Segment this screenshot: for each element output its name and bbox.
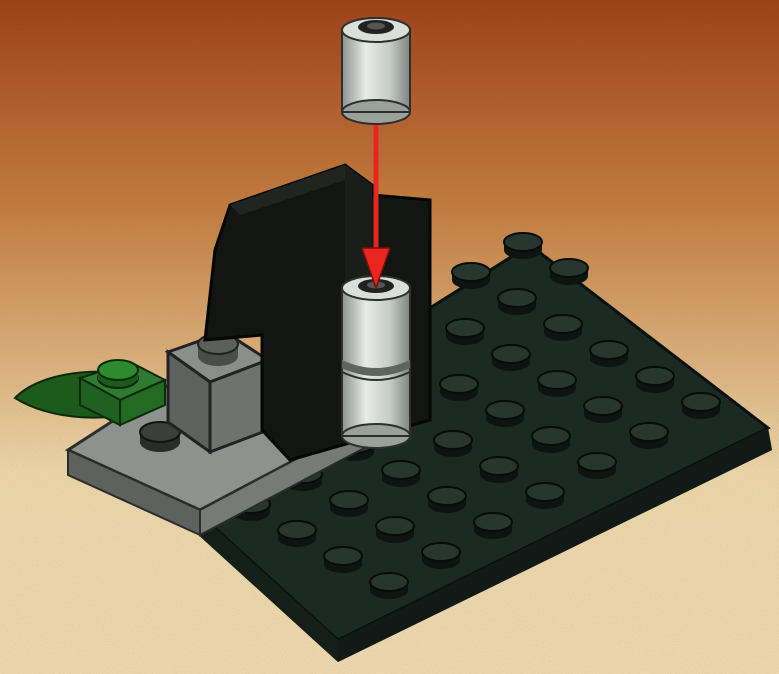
stud-top xyxy=(492,345,530,363)
stud-top xyxy=(630,423,668,441)
stud-top xyxy=(434,431,472,449)
stud-top xyxy=(480,457,518,475)
stud-top xyxy=(578,453,616,471)
stud-top xyxy=(636,367,674,385)
stud-top xyxy=(324,547,362,565)
stud-top xyxy=(446,319,484,337)
stud-top xyxy=(532,427,570,445)
stud-top xyxy=(584,397,622,415)
stud-top xyxy=(498,289,536,307)
stud-top xyxy=(428,487,466,505)
stud-top xyxy=(474,513,512,531)
stud-top xyxy=(538,371,576,389)
stud-top xyxy=(278,521,316,539)
stud-top xyxy=(452,263,490,281)
stud-top xyxy=(440,375,478,393)
grey-brick-1x1 xyxy=(168,332,268,452)
stud-top xyxy=(682,393,720,411)
stud-top xyxy=(422,543,460,561)
stud-top xyxy=(544,315,582,333)
target-round-brick xyxy=(342,276,410,448)
stud-top xyxy=(590,341,628,359)
stud-top xyxy=(550,259,588,277)
stud-top xyxy=(382,461,420,479)
stud-top xyxy=(526,483,564,501)
stud-top xyxy=(330,491,368,509)
stud-top xyxy=(504,233,542,251)
stud-top xyxy=(376,517,414,535)
stud-top xyxy=(370,573,408,591)
new-round-brick xyxy=(342,18,410,124)
stud-top xyxy=(486,401,524,419)
